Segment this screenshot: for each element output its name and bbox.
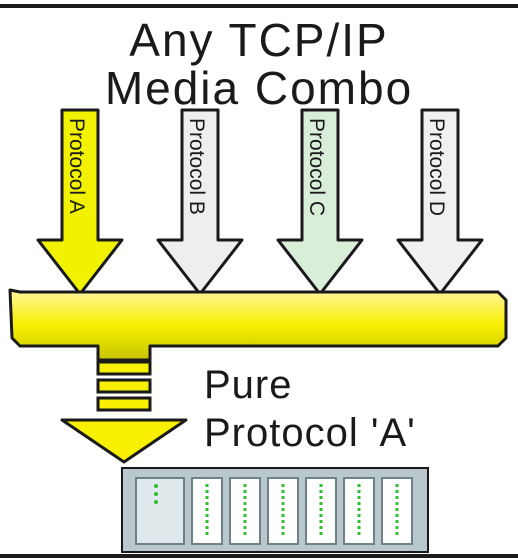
device-slot-3 [267,477,299,545]
protocol-label-d: Protocol D [425,118,448,216]
output-stripe-3 [96,396,152,412]
protocol-arrow-d: Protocol D [396,108,484,296]
device-slot-4 [305,477,337,545]
title-line-1: Any TCP/IP [129,14,388,66]
device-led [154,484,158,488]
protocol-arrow-a: Protocol A [36,108,124,296]
top-border [0,4,518,8]
protocol-label-a: Protocol A [65,118,88,214]
network-switch-icon [121,467,429,553]
device-slot-6 [381,477,413,545]
device-slot-1 [191,477,223,545]
output-label-line-2: Protocol 'A' [204,411,416,455]
output-stripe-1 [96,360,152,376]
device-slot-5 [343,477,375,545]
device-panel [135,477,185,545]
protocol-label-b: Protocol B [185,118,208,215]
title-line-2: Media Combo [105,62,413,114]
protocol-arrow-c: Protocol C [276,108,364,296]
merge-funnel [8,288,508,362]
device-led [154,492,158,496]
bottom-border [0,554,518,558]
output-arrow-head [60,418,188,464]
protocol-arrow-b: Protocol B [156,108,244,296]
output-stripe-2 [96,378,152,394]
device-led [154,500,158,504]
device-slot-2 [229,477,261,545]
protocol-label-c: Protocol C [305,118,328,216]
output-label-line-1: Pure [204,363,293,407]
